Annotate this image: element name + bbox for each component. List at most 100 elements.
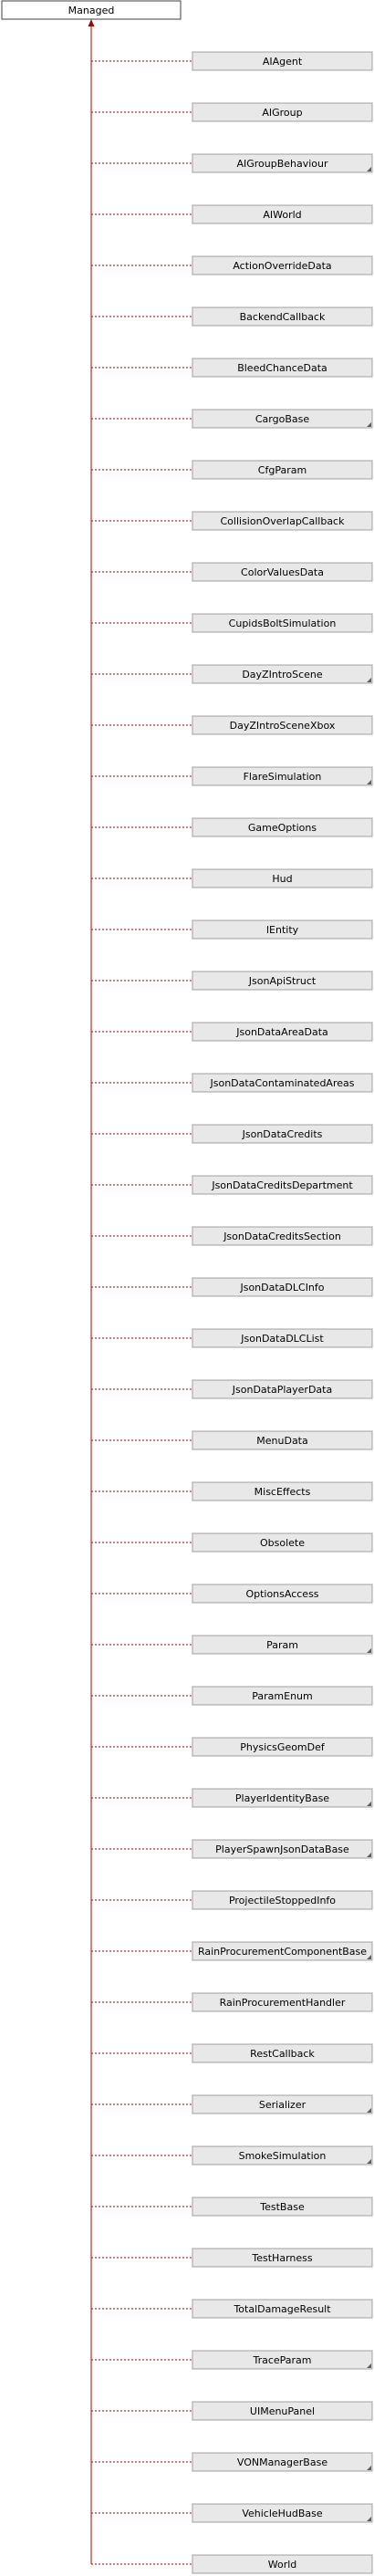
class-node[interactable]: Hud bbox=[192, 868, 373, 888]
class-node-box bbox=[192, 971, 373, 991]
class-node-box bbox=[192, 2299, 373, 2319]
class-node-box bbox=[192, 306, 373, 327]
class-node[interactable]: AIGroup bbox=[192, 102, 373, 122]
class-node[interactable]: PlayerSpawnJsonDataBase bbox=[192, 1839, 373, 1859]
class-node-box bbox=[192, 1073, 373, 1093]
class-node-label: TotalDamageResult bbox=[233, 2303, 331, 2315]
class-node-box bbox=[192, 1226, 373, 1246]
class-node-box bbox=[192, 1328, 373, 1348]
class-node[interactable]: UIMenuPanel bbox=[192, 2401, 373, 2421]
class-node[interactable]: AIGroupBehaviour bbox=[192, 153, 373, 173]
class-node-box bbox=[192, 2197, 373, 2217]
class-node[interactable]: TestBase bbox=[192, 2197, 373, 2217]
class-node-box bbox=[192, 664, 373, 684]
class-node[interactable]: World bbox=[192, 2554, 373, 2574]
class-node[interactable]: BackendCallback bbox=[192, 306, 373, 327]
class-node[interactable]: JsonApiStruct bbox=[192, 971, 373, 991]
class-node[interactable]: ProjectileStoppedInfo bbox=[192, 1890, 373, 1910]
class-node-label: DayZIntroScene bbox=[242, 669, 323, 680]
class-node-label: ParamEnum bbox=[252, 1690, 312, 1702]
class-node-box bbox=[192, 1430, 373, 1450]
class-node[interactable]: BleedChanceData bbox=[192, 358, 373, 378]
class-node[interactable]: JsonDataDLCInfo bbox=[192, 1277, 373, 1297]
class-node-label: JsonDataDLCList bbox=[240, 1333, 324, 1345]
class-node[interactable]: DayZIntroSceneXbox bbox=[192, 715, 373, 735]
class-node[interactable]: IEntity bbox=[192, 919, 373, 940]
class-node[interactable]: RainProcurementHandler bbox=[192, 1992, 373, 2012]
class-node[interactable]: TotalDamageResult bbox=[192, 2299, 373, 2319]
class-node-box bbox=[192, 1788, 373, 1808]
class-node[interactable]: JsonDataDLCList bbox=[192, 1328, 373, 1348]
class-node[interactable]: AIAgent bbox=[192, 51, 373, 71]
class-node[interactable]: ActionOverrideData bbox=[192, 255, 373, 275]
class-node-box bbox=[192, 2503, 373, 2523]
class-node-box bbox=[192, 460, 373, 480]
class-node-label: SmokeSimulation bbox=[239, 2150, 327, 2162]
class-node-label: JsonDataPlayerData bbox=[232, 1384, 332, 1396]
class-node-label: FlareSimulation bbox=[244, 771, 322, 783]
class-node[interactable]: FlareSimulation bbox=[192, 766, 373, 786]
class-node[interactable]: Obsolete bbox=[192, 1532, 373, 1553]
expand-corner-icon bbox=[367, 780, 371, 784]
class-node[interactable]: JsonDataPlayerData bbox=[192, 1379, 373, 1399]
class-node-label: ProjectileStoppedInfo bbox=[229, 1895, 336, 1906]
class-node[interactable]: RainProcurementComponentBase bbox=[192, 1941, 373, 1961]
expand-corner-icon bbox=[367, 1955, 371, 1959]
class-node-box bbox=[192, 511, 373, 531]
class-node-label: Hud bbox=[272, 873, 292, 885]
class-node-label: World bbox=[268, 2559, 297, 2571]
class-node[interactable]: JsonDataCreditsSection bbox=[192, 1226, 373, 1246]
class-node[interactable]: JsonDataCredits bbox=[192, 1124, 373, 1144]
class-node[interactable]: Param bbox=[192, 1635, 373, 1655]
class-node-label: ColorValuesData bbox=[241, 566, 324, 578]
class-node-box bbox=[192, 2248, 373, 2268]
expand-corner-icon bbox=[367, 2108, 371, 2113]
class-node[interactable]: TraceParam bbox=[192, 2350, 373, 2370]
class-node-label: PlayerSpawnJsonDataBase bbox=[215, 1844, 349, 1855]
class-node[interactable]: DayZIntroScene bbox=[192, 664, 373, 684]
root-node-label: Managed bbox=[68, 5, 115, 16]
class-node[interactable]: AIWorld bbox=[192, 204, 373, 224]
class-node[interactable]: VehicleHudBase bbox=[192, 2503, 373, 2523]
class-node-label: JsonDataDLCInfo bbox=[239, 1282, 324, 1293]
class-node[interactable]: VONManagerBase bbox=[192, 2452, 373, 2472]
class-node-box bbox=[192, 2043, 373, 2063]
class-node-box bbox=[192, 1379, 373, 1399]
class-node-label: JsonDataContaminatedAreas bbox=[210, 1077, 355, 1089]
class-node[interactable]: JsonDataAreaData bbox=[192, 1022, 373, 1042]
class-node-box bbox=[192, 102, 373, 122]
class-node[interactable]: JsonDataContaminatedAreas bbox=[192, 1073, 373, 1093]
class-node-label: MenuData bbox=[256, 1435, 307, 1447]
class-node-label: Param bbox=[266, 1639, 298, 1651]
class-node[interactable]: Serializer bbox=[192, 2094, 373, 2114]
class-node-box bbox=[192, 1941, 373, 1961]
class-node[interactable]: ParamEnum bbox=[192, 1686, 373, 1706]
expand-corner-icon bbox=[367, 2517, 371, 2521]
class-node[interactable]: CupidsBoltSimulation bbox=[192, 613, 373, 633]
class-node-box bbox=[192, 51, 373, 71]
class-node-box bbox=[192, 766, 373, 786]
class-node-label: CargoBase bbox=[255, 413, 309, 425]
expand-corner-icon bbox=[367, 1853, 371, 1857]
class-node[interactable]: JsonDataCreditsDepartment bbox=[192, 1175, 373, 1195]
class-node[interactable]: CargoBase bbox=[192, 409, 373, 429]
class-node[interactable]: RestCallback bbox=[192, 2043, 373, 2063]
class-node[interactable]: OptionsAccess bbox=[192, 1584, 373, 1604]
class-node[interactable]: ColorValuesData bbox=[192, 562, 373, 582]
class-node-label: JsonDataCreditsDepartment bbox=[211, 1179, 353, 1191]
class-node-box bbox=[192, 358, 373, 378]
class-node[interactable]: GameOptions bbox=[192, 817, 373, 837]
inheritance-arrow bbox=[88, 19, 95, 26]
class-node[interactable]: MiscEffects bbox=[192, 1481, 373, 1501]
class-node[interactable]: CollisionOverlapCallback bbox=[192, 511, 373, 531]
class-node[interactable]: PhysicsGeomDef bbox=[192, 1737, 373, 1757]
class-node[interactable]: TestHarness bbox=[192, 2248, 373, 2268]
class-node-box bbox=[192, 868, 373, 888]
class-node[interactable]: MenuData bbox=[192, 1430, 373, 1450]
class-node[interactable]: SmokeSimulation bbox=[192, 2145, 373, 2166]
class-node[interactable]: PlayerIdentityBase bbox=[192, 1788, 373, 1808]
class-node-box bbox=[192, 1635, 373, 1655]
root-node[interactable]: Managed bbox=[1, 0, 182, 20]
class-node[interactable]: CfgParam bbox=[192, 460, 373, 480]
